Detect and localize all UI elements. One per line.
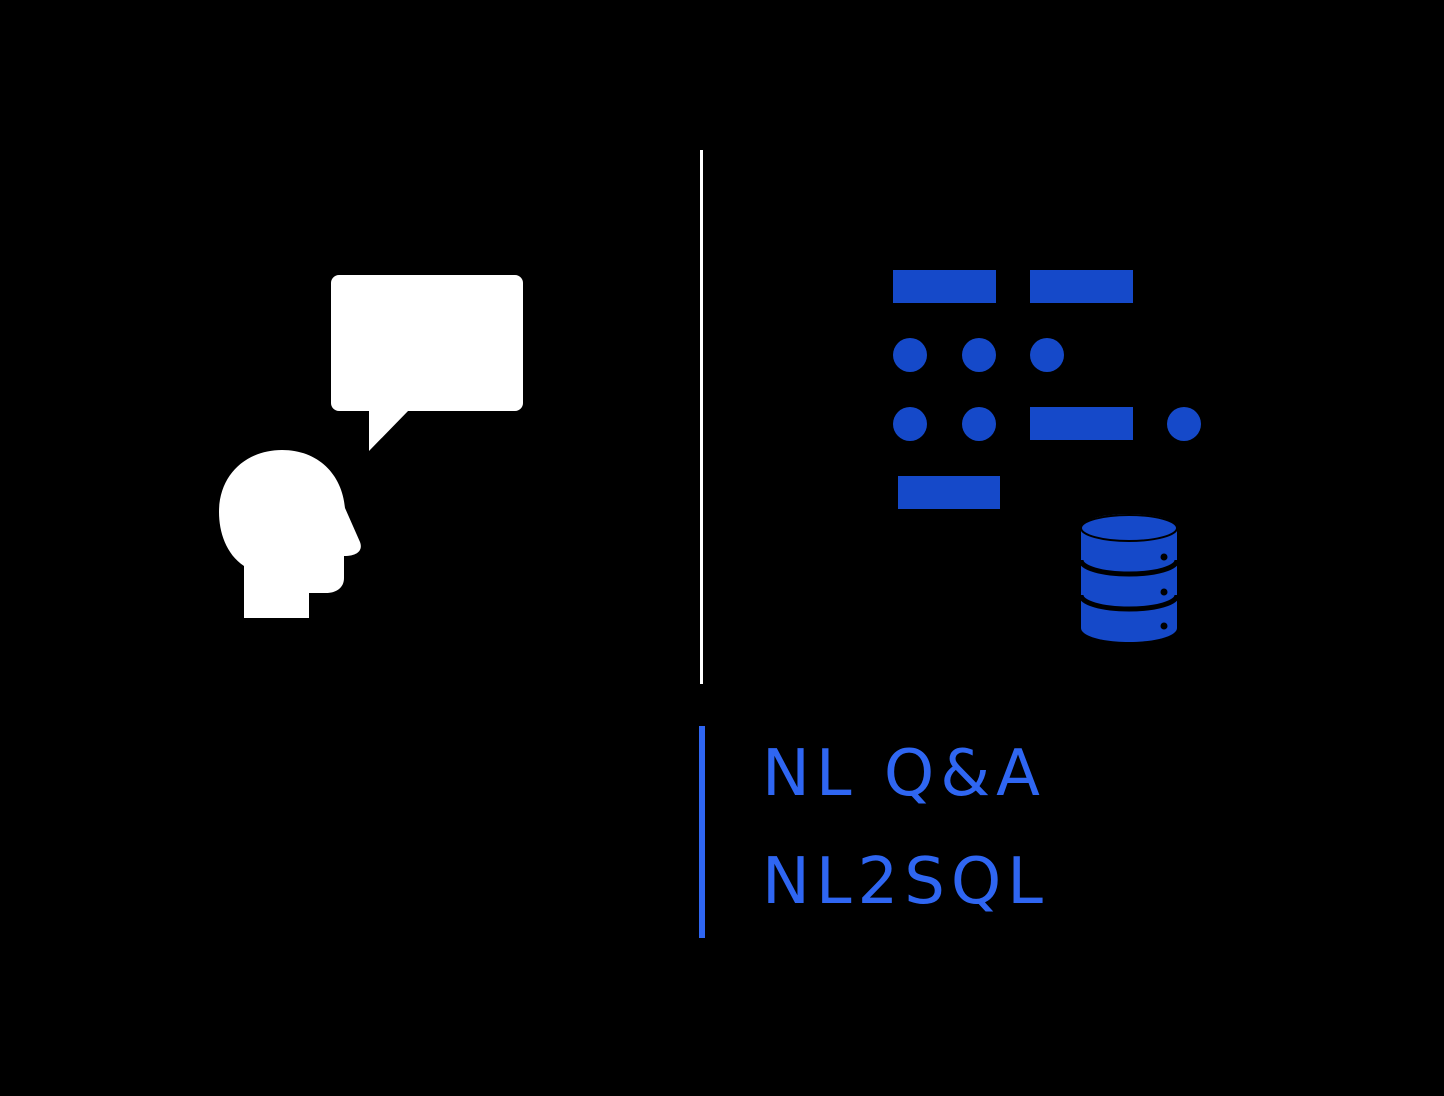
token-bar bbox=[898, 476, 1000, 509]
token-dot bbox=[1167, 407, 1201, 441]
person-head-icon bbox=[219, 450, 361, 618]
token-dot bbox=[962, 338, 996, 372]
token-dot bbox=[962, 407, 996, 441]
token-dot bbox=[893, 338, 927, 372]
label-accent-bar bbox=[699, 726, 705, 938]
query-tokens-icon bbox=[893, 270, 1201, 509]
token-bar bbox=[893, 270, 996, 303]
speech-bubble-icon bbox=[331, 275, 523, 451]
label-nl2sql: NL2SQL bbox=[762, 845, 1049, 919]
token-dot bbox=[893, 407, 927, 441]
token-bar bbox=[1030, 407, 1133, 440]
token-bar bbox=[1030, 270, 1133, 303]
label-nl-qa: NL Q&A bbox=[762, 737, 1046, 811]
token-dot bbox=[1030, 338, 1064, 372]
database-icon bbox=[1078, 514, 1180, 642]
vertical-divider bbox=[700, 150, 703, 684]
